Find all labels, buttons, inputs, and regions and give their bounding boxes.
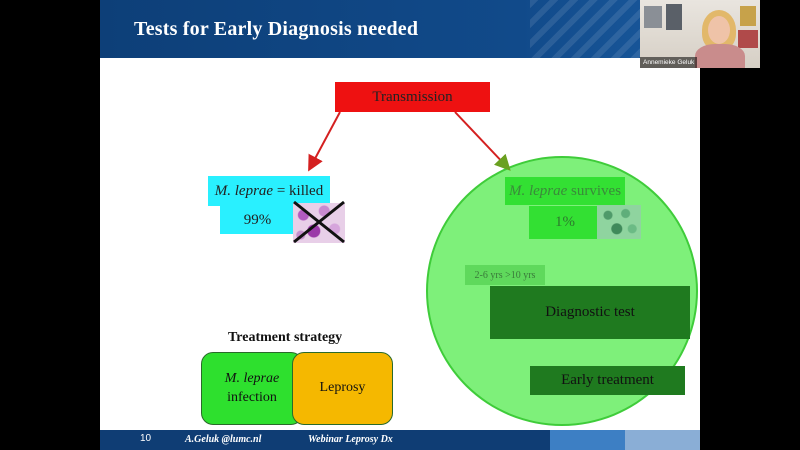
participant-body bbox=[695, 44, 745, 68]
leprosy-label: Leprosy bbox=[319, 380, 366, 396]
treatment-strategy-title: Treatment strategy bbox=[228, 330, 343, 345]
killed-organism: M. leprae bbox=[214, 182, 274, 199]
years-box: 2-6 yrs >10 yrs bbox=[465, 265, 545, 285]
surviving-bacteria-image bbox=[597, 205, 641, 239]
survives-organism: M. leprae bbox=[508, 182, 568, 199]
killed-box: M. leprae = killed bbox=[208, 176, 330, 206]
cross-icon bbox=[293, 200, 345, 244]
slide-footer: 10 A.Geluk @lumc.nl Webinar Leprosy Dx bbox=[100, 430, 700, 450]
survives-percent-box: 1% bbox=[529, 206, 601, 239]
infection-organism: M. leprae bbox=[224, 371, 280, 387]
leprosy-box: Leprosy bbox=[292, 352, 393, 425]
slide-header: Tests for Early Diagnosis needed bbox=[100, 0, 700, 58]
presentation-slide: Tests for Early Diagnosis needed Transmi… bbox=[100, 0, 700, 450]
webcam-wall-picture bbox=[738, 30, 758, 48]
killed-percent: 99% bbox=[243, 211, 272, 228]
years-label: 2-6 yrs >10 yrs bbox=[474, 269, 536, 281]
infection-box: M. leprae infection bbox=[201, 352, 303, 425]
footer-segment-pale bbox=[625, 430, 700, 450]
arrow-right-down-icon bbox=[454, 111, 511, 171]
webcam-wall-picture bbox=[644, 6, 662, 28]
webcam-wall-picture bbox=[740, 6, 756, 26]
early-treatment-label: Early treatment bbox=[561, 372, 654, 388]
participant-face bbox=[708, 16, 730, 44]
webcam-thumbnail[interactable]: Annemieke Geluk bbox=[640, 0, 760, 68]
footer-segment-light bbox=[550, 430, 625, 450]
survives-box: M. leprae survives bbox=[505, 177, 625, 205]
webcam-wall-picture bbox=[666, 4, 682, 30]
diagnostic-test-label: Diagnostic test bbox=[545, 304, 635, 320]
page-number: 10 bbox=[140, 433, 152, 444]
footer-webinar: Webinar Leprosy Dx bbox=[308, 434, 393, 445]
killed-suffix: = killed bbox=[273, 182, 324, 199]
arrow-left-down-icon bbox=[308, 111, 341, 172]
participant-name: Annemieke Geluk bbox=[640, 57, 698, 68]
diagnostic-test-box: Diagnostic test bbox=[490, 286, 690, 339]
slide-title: Tests for Early Diagnosis needed bbox=[134, 18, 419, 40]
infection-label: infection bbox=[227, 389, 277, 405]
early-treatment-box: Early treatment bbox=[530, 366, 685, 395]
survives-suffix: survives bbox=[567, 182, 622, 199]
footer-email: A.Geluk @lumc.nl bbox=[185, 434, 262, 445]
survives-percent: 1% bbox=[555, 214, 575, 230]
transmission-box: Transmission bbox=[335, 82, 490, 112]
transmission-label: Transmission bbox=[372, 88, 453, 105]
killed-percent-box: 99% bbox=[220, 206, 295, 234]
